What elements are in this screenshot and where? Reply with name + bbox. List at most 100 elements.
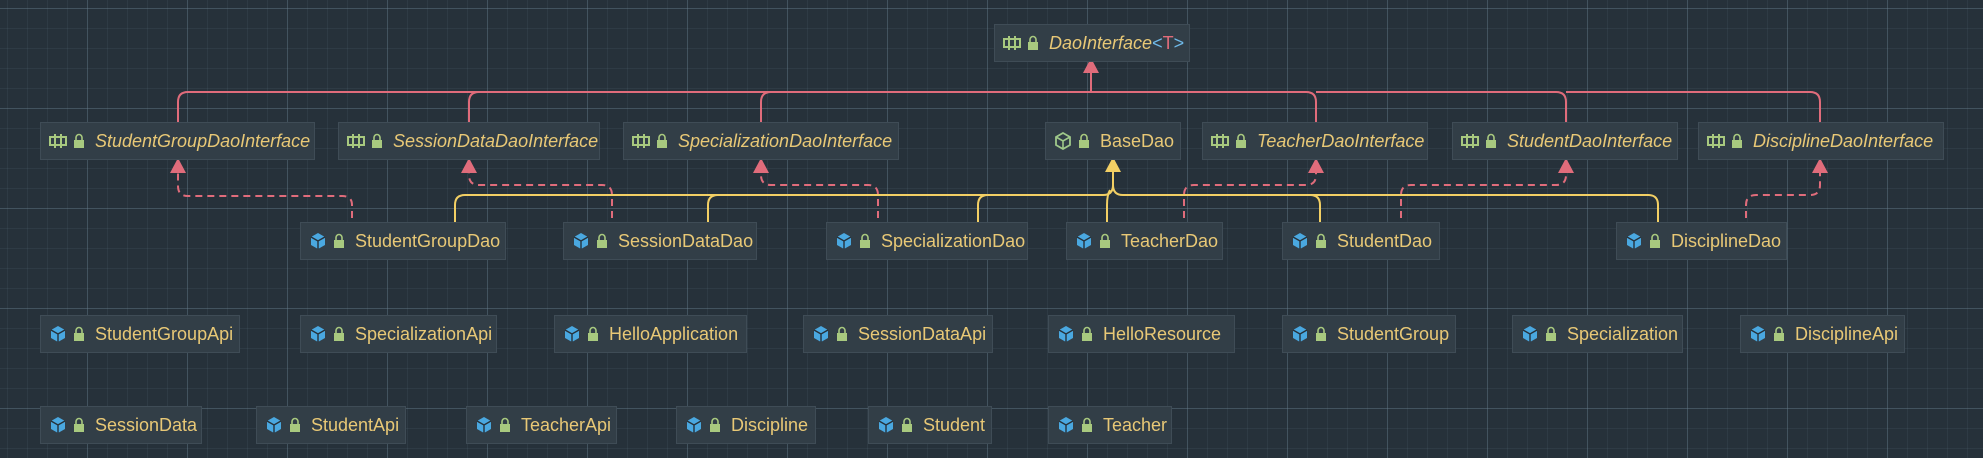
studentgroupdaointerface-node[interactable]: StudentGroupDaoInterface — [40, 122, 315, 160]
lock-icon — [1315, 233, 1327, 249]
edge-specializationdaointerface-extends — [760, 91, 772, 122]
impl-arrowhead-discipline — [1812, 158, 1828, 173]
class-icon — [835, 232, 853, 250]
edge-sessiondatadaointerface-extends — [468, 91, 480, 122]
impl-arrowhead-studentgroup — [170, 158, 186, 173]
specialization-node[interactable]: Specialization — [1512, 315, 1683, 353]
class-icon — [265, 416, 283, 434]
node-label: StudentGroupDaoInterface — [95, 130, 311, 151]
lock-icon — [1235, 133, 1247, 149]
lock-icon — [656, 133, 668, 149]
edge-studentgroupdao-implements — [177, 172, 353, 230]
lock-icon — [596, 233, 608, 249]
lock-icon — [73, 417, 85, 433]
disciplineapi-node[interactable]: DisciplineApi — [1740, 315, 1905, 353]
class-icon — [1057, 325, 1075, 343]
discipline-node[interactable]: Discipline — [676, 406, 816, 444]
daointerface-node[interactable]: DaoInterface < T > — [994, 24, 1190, 62]
lock-icon — [499, 417, 511, 433]
studentdaointerface-node[interactable]: StudentDaoInterface — [1452, 122, 1678, 160]
node-label: StudentGroupDao — [355, 230, 501, 251]
node-label: StudentGroupApi — [95, 323, 234, 344]
edge-disciplinedao-implements — [1745, 172, 1821, 230]
edge-disciplinedao-basedao — [1310, 194, 1659, 230]
class-icon — [49, 416, 67, 434]
node-label: DisciplineApi — [1795, 323, 1899, 344]
class-icon — [1075, 232, 1093, 250]
sessiondataapi-node[interactable]: SessionDataApi — [803, 315, 993, 353]
interface-icon — [49, 132, 67, 150]
studentgroupdao-node[interactable]: StudentGroupDao — [300, 222, 506, 260]
lock-icon — [289, 417, 301, 433]
specializationapi-node[interactable]: SpecializationApi — [300, 315, 497, 353]
edge-studentdao-implements — [1400, 172, 1567, 230]
studentgroup-node[interactable]: StudentGroup — [1282, 315, 1456, 353]
lock-icon — [333, 233, 345, 249]
basedao-arrowhead — [1105, 157, 1121, 172]
type-param-close: > — [1173, 32, 1185, 53]
class-icon — [1291, 232, 1309, 250]
interface-icon — [632, 132, 650, 150]
type-param-open: < — [1152, 32, 1163, 53]
class-icon — [563, 325, 581, 343]
node-label: HelloApplication — [609, 323, 739, 344]
interface-icon — [347, 132, 365, 150]
lock-icon — [1027, 35, 1039, 51]
interface-icon — [1707, 132, 1725, 150]
node-label: Student — [923, 414, 986, 435]
helloresource-node[interactable]: HelloResource — [1048, 315, 1235, 353]
basedao-node[interactable]: BaseDao — [1045, 122, 1181, 160]
disciplinedaointerface-node[interactable]: DisciplineDaoInterface — [1698, 122, 1944, 160]
impl-arrowhead-specialization — [753, 158, 769, 173]
edge-sessiondatadao-implements — [468, 172, 613, 230]
sessiondata-node[interactable]: SessionData — [40, 406, 202, 444]
lock-icon — [1545, 326, 1557, 342]
class-icon — [475, 416, 493, 434]
sessiondatadaointerface-node[interactable]: SessionDataDaoInterface — [338, 122, 600, 160]
lock-icon — [859, 233, 871, 249]
teacherapi-node[interactable]: TeacherApi — [466, 406, 617, 444]
teacherdaointerface-node[interactable]: TeacherDaoInterface — [1202, 122, 1428, 160]
lock-icon — [1078, 133, 1090, 149]
class-icon — [309, 232, 327, 250]
specializationdaointerface-node[interactable]: SpecializationDaoInterface — [623, 122, 899, 160]
edge-teacherdao-implements — [1183, 172, 1317, 230]
class-icon — [1749, 325, 1767, 343]
disciplinedao-node[interactable]: DisciplineDao — [1616, 222, 1787, 260]
edge-teacherdao-basedao — [977, 194, 989, 230]
lock-icon — [901, 417, 913, 433]
class-icon — [49, 325, 67, 343]
studentdao-node[interactable]: StudentDao — [1282, 222, 1440, 260]
interface-icon — [1461, 132, 1479, 150]
edge-disciplinedaointerface-extends — [1566, 91, 1821, 122]
node-label: HelloResource — [1103, 323, 1222, 344]
impl-arrowhead-sessiondata — [461, 158, 477, 173]
sessiondatadao-node[interactable]: SessionDataDao — [563, 222, 757, 260]
node-label: TeacherApi — [521, 414, 612, 435]
node-label: DisciplineDao — [1671, 230, 1782, 251]
edge-studentdaointerface-extends — [1316, 91, 1567, 122]
helloapplication-node[interactable]: HelloApplication — [554, 315, 747, 353]
node-label: StudentGroup — [1337, 323, 1450, 344]
interface-icon — [1003, 34, 1021, 52]
daointerface-name: DaoInterface — [1049, 32, 1153, 53]
specializationdao-node[interactable]: SpecializationDao — [826, 222, 1028, 260]
studentapi-node[interactable]: StudentApi — [256, 406, 406, 444]
node-label: DisciplineDaoInterface — [1753, 130, 1934, 151]
edge-studentgroupdao-basedao — [454, 170, 1114, 230]
class-icon — [1521, 325, 1539, 343]
node-label: SessionDataDaoInterface — [393, 130, 599, 151]
lock-icon — [1731, 133, 1743, 149]
lock-icon — [1649, 233, 1661, 249]
class-icon — [309, 325, 327, 343]
node-label: SpecializationDaoInterface — [678, 130, 893, 151]
teacher-node[interactable]: Teacher — [1048, 406, 1172, 444]
student-node[interactable]: Student — [868, 406, 992, 444]
interface-icon — [1211, 132, 1229, 150]
lock-icon — [1485, 133, 1497, 149]
studentgroupapi-node[interactable]: StudentGroupApi — [40, 315, 240, 353]
teacherdao-node[interactable]: TeacherDao — [1066, 222, 1223, 260]
lock-icon — [1099, 233, 1111, 249]
node-label: SessionDataApi — [858, 323, 987, 344]
